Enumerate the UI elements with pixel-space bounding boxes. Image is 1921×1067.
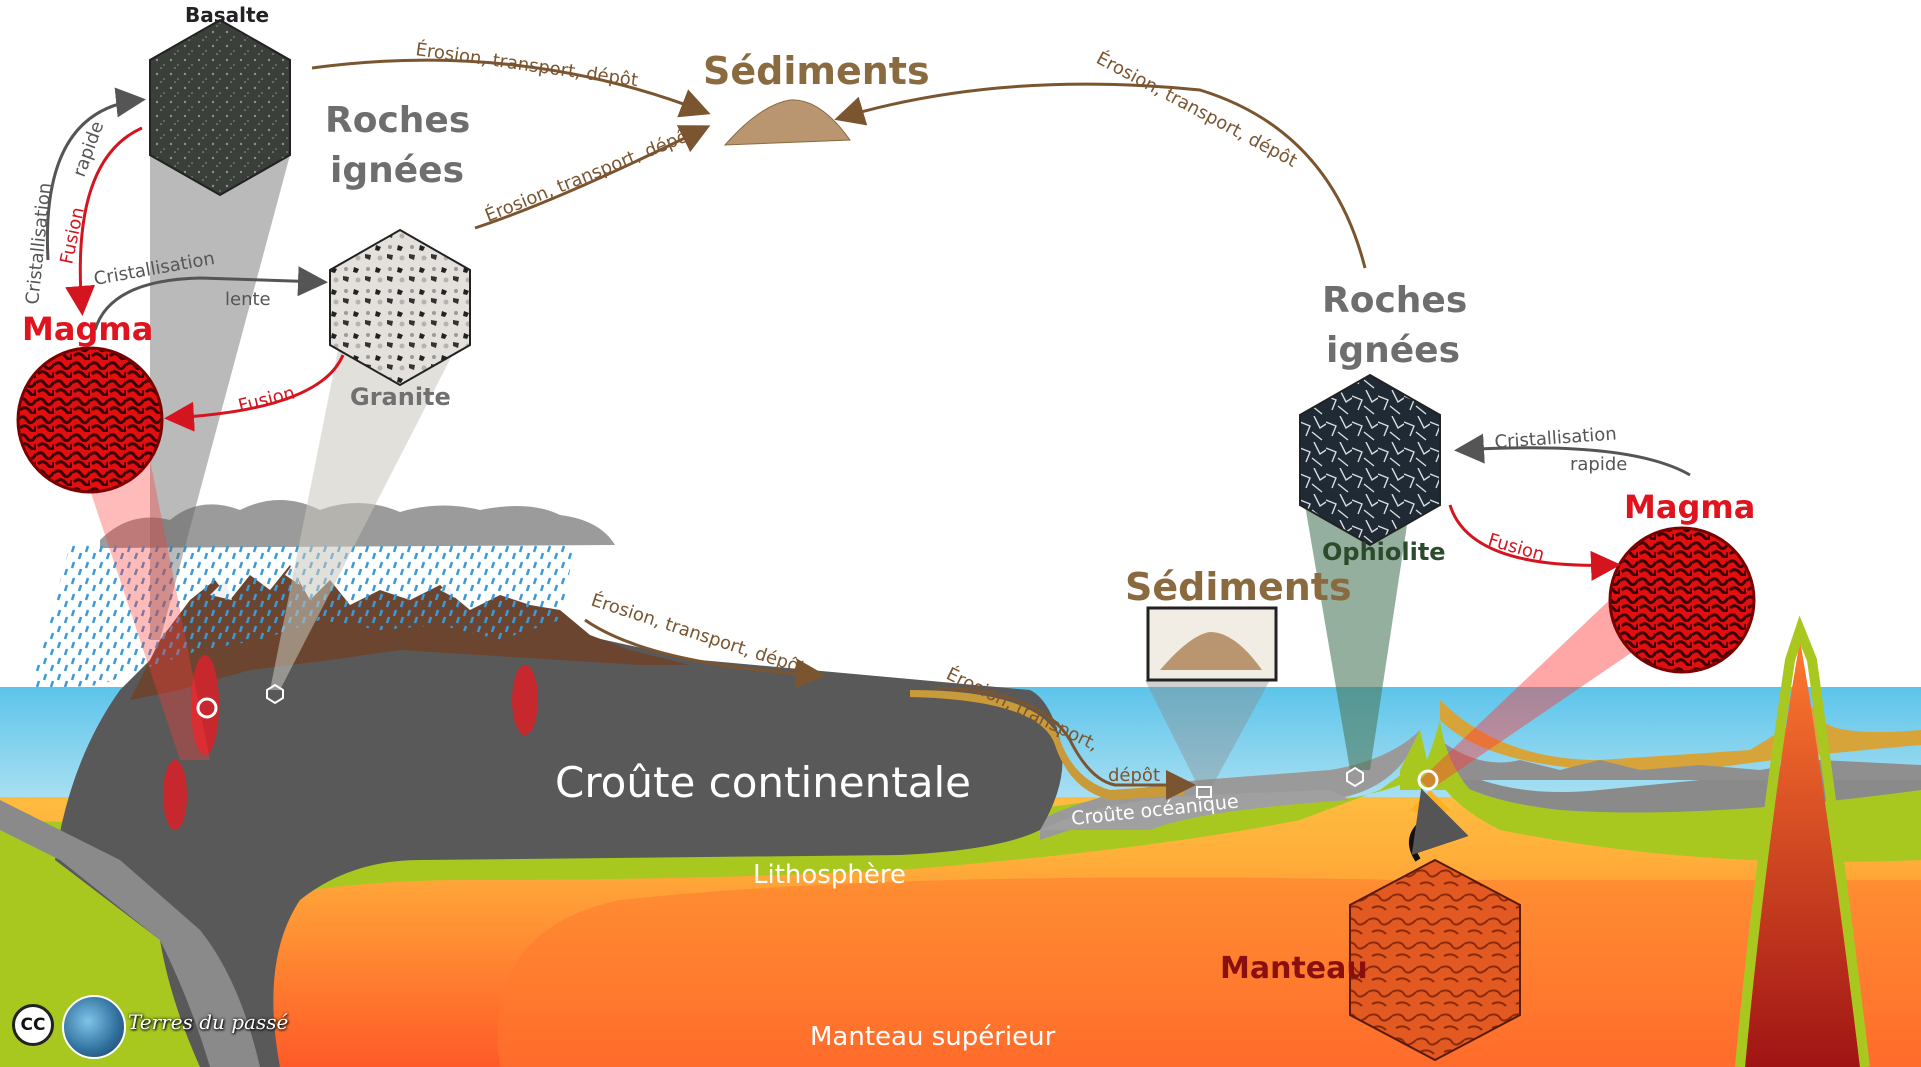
- magma-blob-1: [191, 655, 219, 755]
- roches-ignees-left-line2: ignées: [330, 150, 464, 191]
- granite-hexagon: [329, 228, 471, 387]
- magma-right-circle: [1608, 526, 1756, 674]
- arrow-basalt-to-sediments: [311, 58, 711, 118]
- roches-ignees-right-line2: ignées: [1326, 330, 1460, 371]
- magma-left-label: Magma: [22, 310, 153, 348]
- mid-ocean-ridge: [1400, 720, 1470, 790]
- magma-left-beam: [80, 460, 210, 760]
- magma-blob-2: [163, 760, 187, 830]
- plume-edge: [1735, 615, 1870, 1067]
- upper-mantle: [497, 877, 1921, 1067]
- arrow-fusion-basalt: [65, 126, 143, 316]
- lente-label: lente: [225, 289, 271, 310]
- roches-ignees-right-line1: Roches: [1322, 280, 1467, 321]
- rapide-right-label: rapide: [1570, 454, 1627, 475]
- manteau-superieur-label: Manteau supérieur: [810, 1022, 1056, 1052]
- erosion-top-right-label: Érosion, transport, dépôt: [1093, 47, 1301, 172]
- arrow-crystallization-fast-right: [1454, 433, 1691, 477]
- brand-text: Terres du passé: [128, 1010, 289, 1034]
- erosion-top-left-label: Érosion, transport, dépôt: [414, 38, 639, 91]
- fusion-left-label: Fusion: [56, 205, 89, 266]
- mantle-hexagon: [1349, 858, 1521, 1062]
- erosion-granite-label: Érosion, transport, dépôt: [482, 122, 698, 226]
- magma-left-circle: [16, 346, 164, 494]
- croute-continentale-label: Croûte continentale: [555, 758, 971, 807]
- manteau-label: Manteau: [1220, 951, 1368, 986]
- marker-hex-ophiolite: [1346, 766, 1364, 788]
- sediment-pile-mid: [1160, 632, 1262, 670]
- marker-magma-crust: [196, 697, 218, 719]
- sediments-mid-label: Sédiments: [1125, 565, 1352, 609]
- sediment-pile-top: [723, 99, 851, 146]
- depot-label: dépôt: [1108, 765, 1160, 786]
- lithosphere-label: Lithosphère: [753, 860, 906, 890]
- arrow-crystallization-fast-left: [45, 87, 146, 261]
- basalte-label: Basalte: [185, 3, 269, 27]
- ophiolite-beam: [1305, 505, 1410, 770]
- magma-right-label: Magma: [1624, 488, 1755, 526]
- globe-logo-icon: [62, 995, 126, 1059]
- subducting-slab: [0, 800, 260, 1067]
- upwelling-arrow: [1409, 788, 1469, 862]
- oceanic-crust-mid: [1040, 790, 1350, 830]
- marker-hex-granite: [266, 683, 284, 705]
- ophiolite-label: Ophiolite: [1322, 538, 1446, 566]
- fusion-granite-label: Fusion: [236, 383, 297, 417]
- granite-beam: [270, 340, 460, 690]
- arrow-crystallization-slow: [93, 266, 328, 331]
- marker-sediment: [1196, 786, 1212, 798]
- coastal-sediment: [910, 690, 1185, 800]
- magma-right-beam: [1420, 590, 1650, 790]
- cc-license-badge: CC: [12, 1004, 54, 1046]
- roches-ignees-left-line1: Roches: [325, 100, 470, 141]
- sediments-top-label: Sédiments: [703, 49, 930, 93]
- mantle-plume: [1745, 640, 1860, 1067]
- ophiolite-hexagon: [1299, 373, 1441, 547]
- fusion-right-label: Fusion: [1486, 530, 1547, 566]
- arrow-mountain-erosion: [584, 618, 826, 689]
- basalt-beam: [150, 155, 290, 640]
- cristallisation-left-label: Cristallisation: [22, 182, 56, 306]
- cristallisation-right-label: Cristallisation: [1494, 424, 1617, 453]
- basalt-hexagon: [149, 18, 291, 197]
- arrow-coast-erosion: [934, 686, 1196, 800]
- rapide-left-label: rapide: [69, 119, 108, 180]
- continental-crust: [55, 620, 1063, 1067]
- arrow-fusion-ophiolite: [1448, 504, 1621, 581]
- arrow-fusion-granite: [164, 354, 345, 432]
- magma-blob-3: [512, 665, 538, 735]
- arrow-granite-to-sediments: [474, 125, 711, 230]
- sediment-beam: [1145, 680, 1270, 790]
- granite-label: Granite: [350, 383, 451, 411]
- arrow-ophiolite-to-sediments: [834, 82, 1367, 269]
